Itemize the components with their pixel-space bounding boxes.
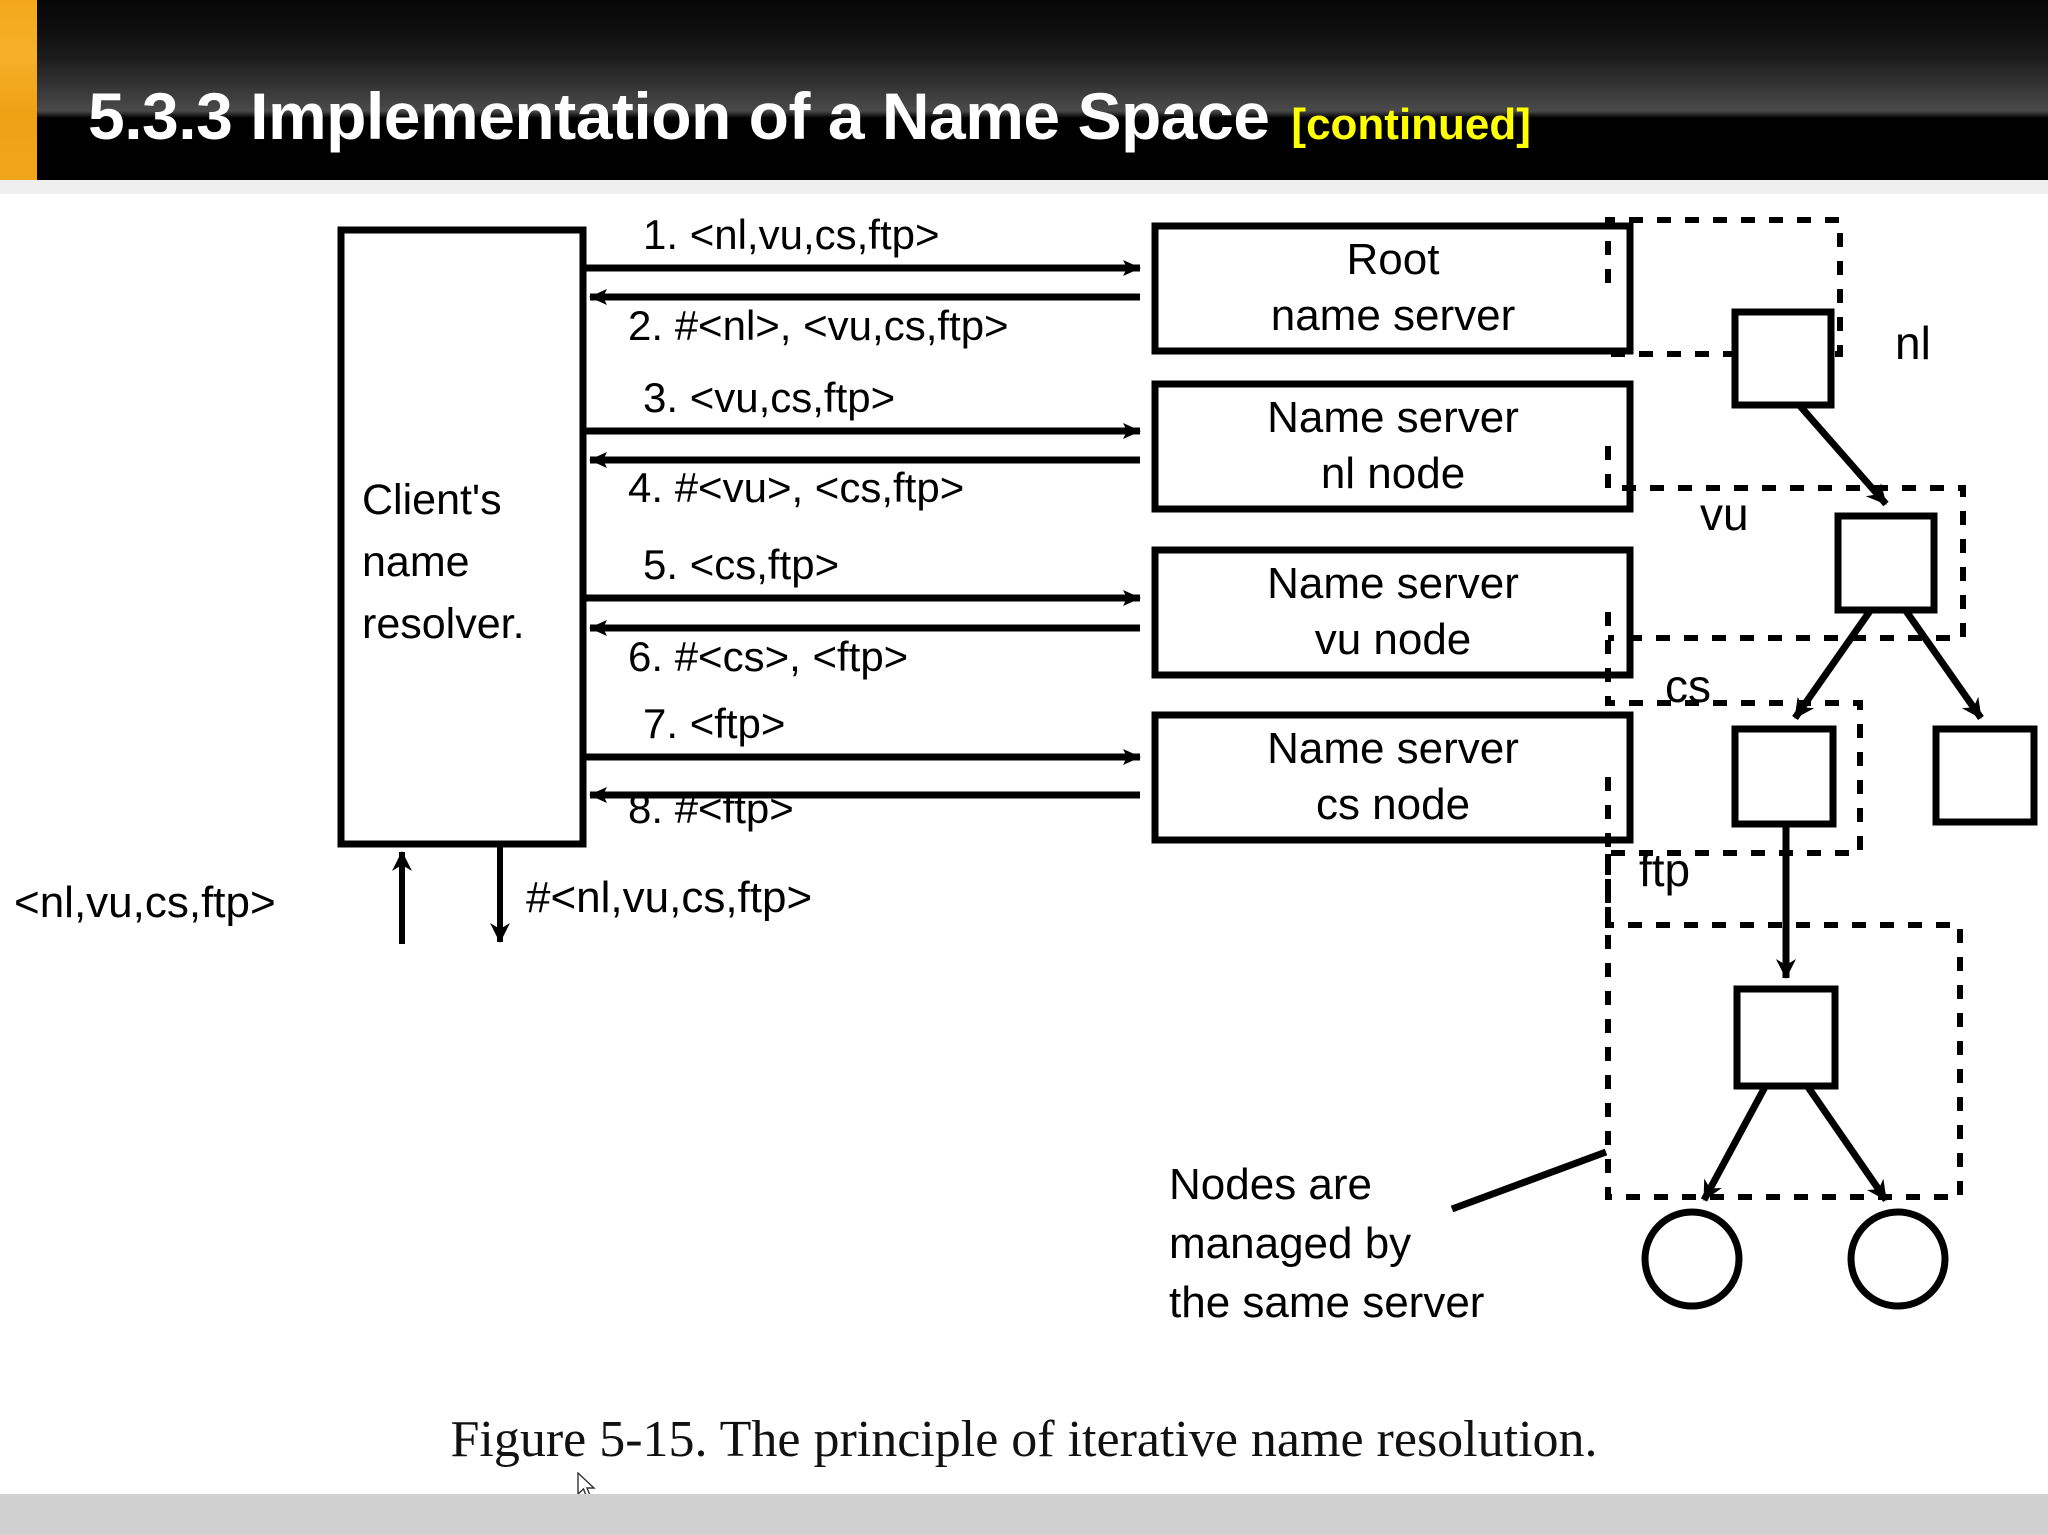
tree-edge-root-to-nl [1797,403,1889,507]
message-label-8: 8. #<ftp> [628,785,794,832]
header-title-group: 5.3.3 Implementation of a Name Space [con… [88,78,1531,154]
message-label-7: 7. <ftp> [643,700,785,747]
slide-bottom-strip [0,1494,2048,1535]
tree-edge-nl-to-sibling [1903,608,1984,721]
name-server-nl-line1: Name server [1267,393,1519,442]
tree-edge-label-nl: nl [1895,317,1931,369]
tree-node-cs [1733,985,1839,1090]
client-box-line3: resolver. [362,600,525,648]
client-input-label: <nl,vu,cs,ftp> [14,878,276,927]
root-name-server-box [1151,222,1634,355]
header-gloss [0,0,2048,118]
tree-edge-cs-to-leaf-left [1700,1085,1769,1202]
client-box-line1: Client's [362,476,502,524]
annotation-leader-line [1450,1148,1608,1213]
name-server-nl-line2: nl node [1321,449,1465,498]
tree-edge-label-ftp: ftp [1639,844,1690,896]
message-label-4: 4. #<vu>, <cs,ftp> [628,464,964,511]
tree-edge-label-cs: cs [1665,660,1711,712]
header-bottom-strip [0,180,2048,194]
client-output-label: #<nl,vu,cs,ftp> [526,873,812,922]
server-region-nl-dashed [1605,446,1966,641]
message-label-2: 2. #<nl>, <vu,cs,ftp> [628,302,1009,349]
figure-caption: Figure 5-15. The principle of iterative … [450,1411,1597,1468]
name-resolution-diagram: Client's name resolver. Root name server… [14,211,2038,1468]
name-server-nl-box [1151,380,1634,513]
annotation-line2: managed by [1169,1219,1411,1268]
name-server-vu-line2: vu node [1315,615,1472,664]
message-label-1: 1. <nl,vu,cs,ftp> [643,211,940,258]
slide-header: 5.3.3 Implementation of a Name Space [con… [0,0,2048,180]
tree-edge-nl-to-vu [1792,608,1873,721]
root-name-server-line1: Root [1347,235,1440,284]
tree-node-vu [1731,725,1837,828]
tree-edge-label-vu: vu [1700,488,1749,540]
server-region-cs-dashed [1605,777,1963,1200]
page-title: 5.3.3 Implementation of a Name Space [88,79,1270,153]
annotation-line1: Nodes are [1169,1160,1372,1209]
tree-node-root [1731,308,1835,409]
tree-node-sibling [1932,725,2038,826]
message-label-5: 5. <cs,ftp> [643,541,839,588]
name-server-vu-line1: Name server [1267,559,1519,608]
tree-edge-cs-to-leaf-right [1805,1085,1889,1202]
annotation-line3: the same server [1169,1278,1484,1327]
client-box-line2: name [362,538,470,586]
figure-image: Client's name resolver. Root name server… [0,194,2048,1499]
root-name-server-line2: name server [1271,291,1516,340]
message-label-3: 3. <vu,cs,ftp> [643,374,895,421]
header-continued-badge: [continued] [1291,100,1531,149]
tree-node-nl [1834,512,1938,614]
tree-leaf-left [1641,1208,1743,1310]
tree-leaf-right [1847,1208,1949,1310]
name-server-cs-line2: cs node [1316,780,1470,829]
header-accent-bar [0,0,37,180]
server-region-vu-dashed [1605,612,1863,856]
message-label-6: 6. #<cs>, <ftp> [628,633,908,680]
name-server-cs-line1: Name server [1267,724,1519,773]
client-resolver-box [337,226,587,848]
figure-canvas: Client's name resolver. Root name server… [0,194,2048,1499]
name-server-cs-box [1151,711,1634,844]
name-server-vu-box [1151,546,1634,679]
